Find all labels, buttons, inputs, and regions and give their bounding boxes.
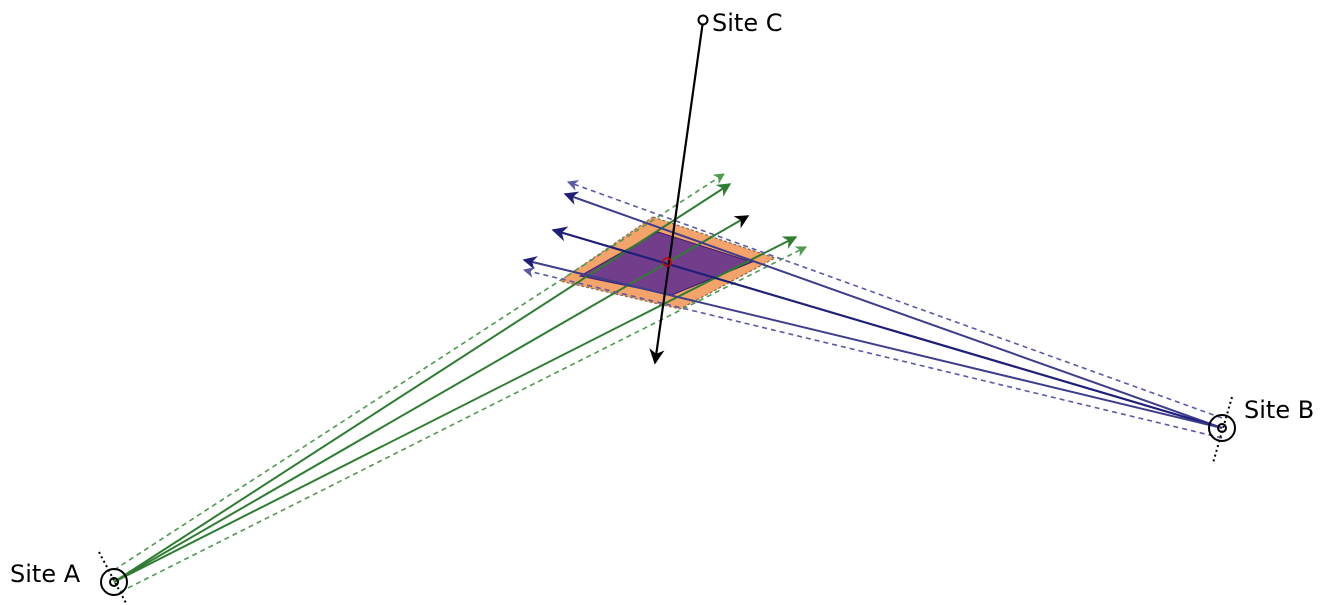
site-b-beam-upper — [563, 191, 1223, 429]
site-c-marker — [697, 14, 709, 26]
site-a-outer-ring — [100, 568, 128, 596]
site-b-beam-center — [551, 226, 1223, 430]
site-c-label: Site C — [712, 9, 782, 37]
intersection-center-point — [662, 257, 672, 267]
site-a-label: Site A — [10, 560, 81, 588]
site-a-beam-boundary-upper — [113, 173, 725, 571]
site-c-dot — [697, 14, 709, 26]
site-a-inner-dot — [109, 577, 119, 587]
site-b-marker — [1208, 396, 1236, 464]
site-c-beam — [649, 20, 705, 365]
site-b-label: Site B — [1244, 396, 1314, 424]
site-b-orientation-line — [1212, 396, 1233, 464]
site-b-outer-ring — [1208, 414, 1236, 442]
site-b-beam-boundary-lower — [522, 266, 1223, 439]
site-a-beam-upper — [113, 183, 732, 583]
site-a-beams — [113, 173, 808, 593]
site-b-inner-dot — [1217, 423, 1227, 433]
site-a-beam-boundary-lower — [119, 246, 808, 593]
site-a-beam-center — [113, 215, 750, 583]
site-b-beam-lower — [522, 256, 1223, 429]
site-a-beam-lower — [113, 236, 798, 583]
site-c-beam-line — [649, 20, 705, 365]
site-b-beam-boundary-upper — [566, 180, 1223, 419]
site-a-marker — [98, 551, 128, 605]
site-b-beams — [522, 180, 1223, 439]
